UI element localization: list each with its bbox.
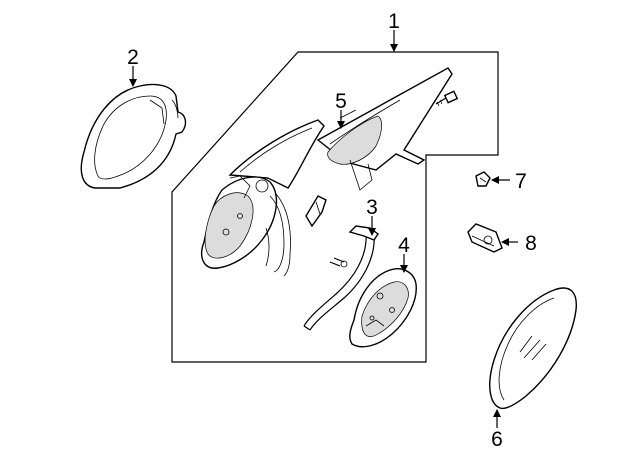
part-2-mirror-cover	[80, 83, 187, 189]
callout-7: 7	[515, 170, 527, 193]
mirror-frame	[316, 67, 453, 191]
part-7-clip	[475, 171, 491, 187]
callout-2: 2	[127, 46, 139, 69]
callout-3: 3	[366, 196, 378, 219]
callout-8: 8	[525, 232, 537, 255]
part-6-mirror-glass	[489, 287, 577, 410]
assembly-outline	[171, 51, 499, 363]
callout-6: 6	[491, 428, 503, 451]
small-bracket	[305, 195, 327, 228]
callout-4: 4	[398, 234, 410, 257]
part-8-bracket	[467, 223, 503, 253]
mirror-housing	[200, 119, 325, 277]
callout-1: 1	[388, 10, 400, 33]
screw	[435, 90, 459, 107]
part-4-adjuster	[349, 268, 417, 348]
callout-5: 5	[335, 90, 347, 113]
